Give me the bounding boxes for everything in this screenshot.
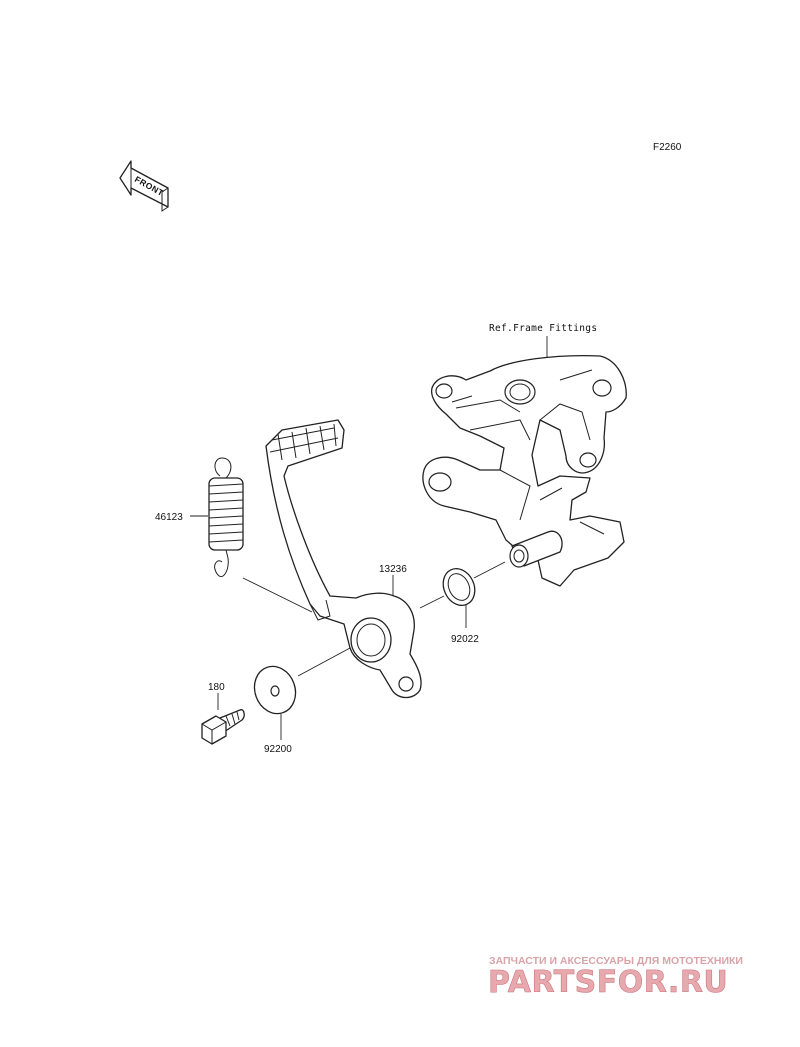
part-number-13236: 13236	[379, 564, 407, 575]
pivot-axis-line	[419, 561, 506, 609]
watermark-tagline: ЗАПЧАСТИ И АКСЕССУАРЫ ДЛЯ МОТОТЕХНИКИ	[489, 955, 743, 967]
washer-axis-line	[297, 647, 351, 677]
watermark-brand: PARTSFOR.RU	[488, 965, 728, 1000]
brake-pedal	[265, 419, 422, 699]
figure-code: F2260	[653, 142, 682, 153]
frame-fitting-bracket	[422, 355, 627, 587]
return-spring	[208, 457, 244, 578]
part-number-92200: 92200	[264, 744, 292, 755]
part-number-180: 180	[208, 682, 225, 693]
part-number-92022: 92022	[451, 634, 479, 645]
washer-92022	[442, 568, 476, 606]
spring-assembly-line	[242, 577, 313, 613]
part-number-46123: 46123	[155, 512, 183, 523]
front-arrow-icon: FRONT	[119, 160, 169, 212]
ref-frame-fittings-label: Ref.Frame Fittings	[489, 323, 597, 334]
bolt-180	[201, 709, 245, 745]
washer-92200	[253, 665, 297, 715]
